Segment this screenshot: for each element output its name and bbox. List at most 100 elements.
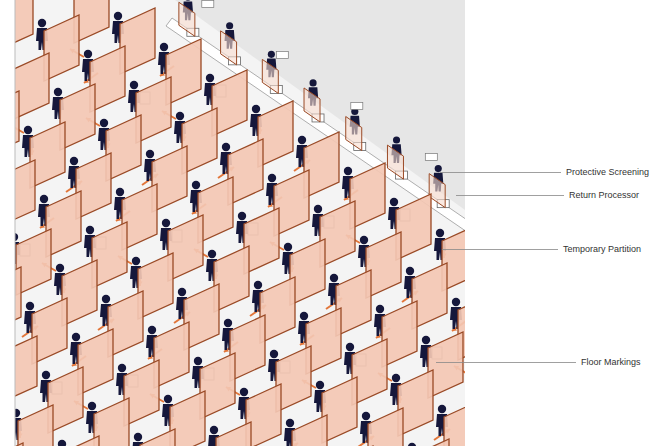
person-head bbox=[438, 405, 446, 413]
person-head bbox=[300, 312, 308, 320]
person-head bbox=[176, 112, 184, 120]
temporary-partition bbox=[18, 405, 53, 446]
person-head bbox=[72, 333, 80, 341]
temporary-partition bbox=[15, 336, 37, 402]
protective-screening bbox=[346, 117, 362, 151]
back-floor bbox=[175, 0, 465, 210]
person-head bbox=[268, 51, 275, 58]
person-head bbox=[344, 167, 352, 175]
person-head bbox=[15, 409, 20, 417]
person-head bbox=[178, 288, 186, 296]
person-head bbox=[210, 426, 218, 434]
person-head bbox=[84, 50, 92, 58]
person-head bbox=[314, 205, 322, 213]
person-figure bbox=[56, 440, 68, 446]
person-head bbox=[146, 150, 154, 158]
protective-screening bbox=[387, 145, 403, 179]
person-head bbox=[286, 419, 294, 427]
temporary-partition bbox=[292, 415, 327, 446]
callout-label: Temporary Partition bbox=[562, 244, 642, 255]
temporary-partition bbox=[140, 429, 175, 446]
person-head bbox=[116, 188, 124, 196]
person-head bbox=[252, 105, 260, 113]
protective-screening bbox=[221, 31, 237, 65]
person-head bbox=[408, 443, 416, 446]
person-head bbox=[390, 198, 398, 206]
temporary-partition bbox=[15, 0, 33, 50]
person-head bbox=[206, 74, 214, 82]
temporary-partition bbox=[368, 408, 403, 446]
person-head bbox=[132, 257, 140, 265]
person-head bbox=[194, 357, 202, 365]
temporary-partition bbox=[216, 422, 251, 446]
counter-bin bbox=[202, 0, 214, 7]
protective-screening bbox=[262, 59, 278, 93]
person-head bbox=[422, 336, 430, 344]
leader-line bbox=[440, 172, 561, 173]
person-head bbox=[222, 143, 230, 151]
person-head bbox=[102, 295, 110, 303]
person-head bbox=[393, 136, 400, 143]
person-head bbox=[226, 22, 233, 29]
protective-screening bbox=[304, 88, 320, 122]
temporary-partition bbox=[15, 160, 35, 226]
person-head bbox=[164, 395, 172, 403]
temporary-partition bbox=[15, 443, 23, 446]
person-head bbox=[56, 264, 64, 272]
person-head bbox=[54, 88, 62, 96]
leader-lines bbox=[436, 173, 576, 363]
person-head bbox=[118, 364, 126, 372]
person-figure bbox=[406, 443, 418, 446]
person-head bbox=[376, 305, 384, 313]
person-head bbox=[148, 326, 156, 334]
person-head bbox=[224, 319, 232, 327]
counter-bin bbox=[276, 51, 288, 58]
person-head bbox=[362, 412, 370, 420]
person-head bbox=[42, 371, 50, 379]
person-head bbox=[86, 226, 94, 234]
person-head bbox=[134, 433, 142, 441]
protective-screening bbox=[179, 2, 195, 36]
person-head bbox=[360, 236, 368, 244]
person-head bbox=[238, 212, 246, 220]
person-head bbox=[435, 165, 442, 172]
temporary-partition bbox=[414, 439, 449, 446]
person-head bbox=[58, 440, 66, 446]
person-head bbox=[330, 274, 338, 282]
leader-line bbox=[442, 249, 558, 250]
person-head bbox=[88, 402, 96, 410]
person-head bbox=[208, 250, 216, 258]
person-head bbox=[436, 229, 444, 237]
person-head bbox=[392, 374, 400, 382]
person-head bbox=[24, 126, 32, 134]
callout-label: Floor Markings bbox=[580, 357, 642, 368]
person-head bbox=[130, 81, 138, 89]
person-head bbox=[192, 181, 200, 189]
temporary-partition bbox=[64, 436, 99, 446]
person-head bbox=[70, 157, 78, 165]
person-head bbox=[346, 343, 354, 351]
person-head bbox=[406, 267, 414, 275]
frame-edge bbox=[15, 0, 16, 446]
person-head bbox=[452, 298, 460, 306]
person-head bbox=[284, 243, 292, 251]
leader-line bbox=[436, 362, 576, 363]
person-head bbox=[310, 79, 317, 86]
person-head bbox=[254, 281, 262, 289]
person-head bbox=[38, 19, 46, 27]
person-head bbox=[40, 195, 48, 203]
person-head bbox=[100, 119, 108, 127]
queue-scene bbox=[15, 0, 465, 446]
person-head bbox=[160, 43, 168, 51]
person-head bbox=[240, 388, 248, 396]
temporary-partition bbox=[15, 91, 19, 157]
person-head bbox=[184, 0, 191, 1]
person-head bbox=[162, 219, 170, 227]
temporary-partition bbox=[15, 53, 49, 119]
person-head bbox=[270, 350, 278, 358]
counter-bin bbox=[351, 102, 363, 109]
person-head bbox=[298, 136, 306, 144]
counter-bin bbox=[425, 153, 437, 160]
